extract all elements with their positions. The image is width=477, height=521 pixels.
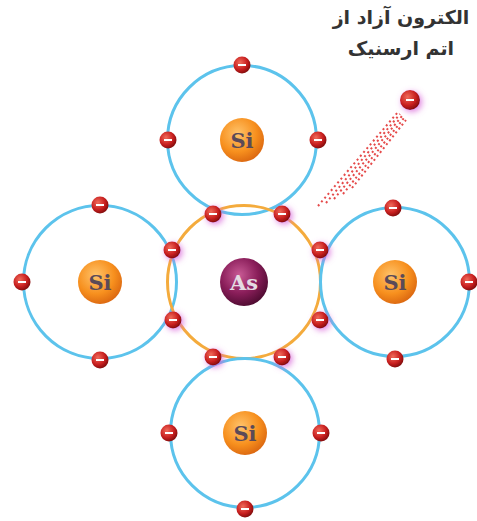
electron bbox=[385, 200, 402, 217]
element-symbol: As bbox=[166, 204, 322, 293]
electron bbox=[312, 242, 329, 259]
electron bbox=[161, 425, 178, 442]
electron bbox=[274, 206, 291, 223]
electron bbox=[461, 274, 477, 291]
motion-trail bbox=[334, 116, 402, 199]
silicon-atom: Si bbox=[319, 206, 471, 358]
callout-label: الکترون آزاد از اتم ارسنیک bbox=[330, 2, 472, 65]
element-symbol: Si bbox=[169, 357, 321, 444]
electron bbox=[274, 349, 291, 366]
motion-trail bbox=[343, 118, 404, 194]
motion-trail bbox=[318, 112, 398, 206]
electron bbox=[312, 312, 329, 329]
element-symbol: Si bbox=[22, 204, 178, 293]
electron bbox=[234, 57, 251, 74]
electron bbox=[313, 425, 330, 442]
arsenic-atom: As bbox=[166, 204, 322, 360]
element-symbol: Si bbox=[166, 64, 318, 151]
electron bbox=[92, 197, 109, 214]
silicon-atom: Si bbox=[22, 204, 178, 360]
electron bbox=[205, 349, 222, 366]
electron bbox=[400, 90, 420, 110]
electron bbox=[92, 352, 109, 369]
electron bbox=[237, 501, 254, 518]
electron bbox=[165, 312, 182, 329]
electron bbox=[160, 132, 177, 149]
electron bbox=[14, 274, 31, 291]
element-symbol: Si bbox=[319, 206, 471, 293]
motion-trail bbox=[352, 120, 406, 188]
silicon-atom: Si bbox=[169, 357, 321, 509]
motion-trail bbox=[326, 114, 400, 203]
electron bbox=[310, 132, 327, 149]
silicon-atom: Si bbox=[166, 64, 318, 216]
electron bbox=[387, 351, 404, 368]
electron bbox=[164, 242, 181, 259]
electron bbox=[205, 206, 222, 223]
